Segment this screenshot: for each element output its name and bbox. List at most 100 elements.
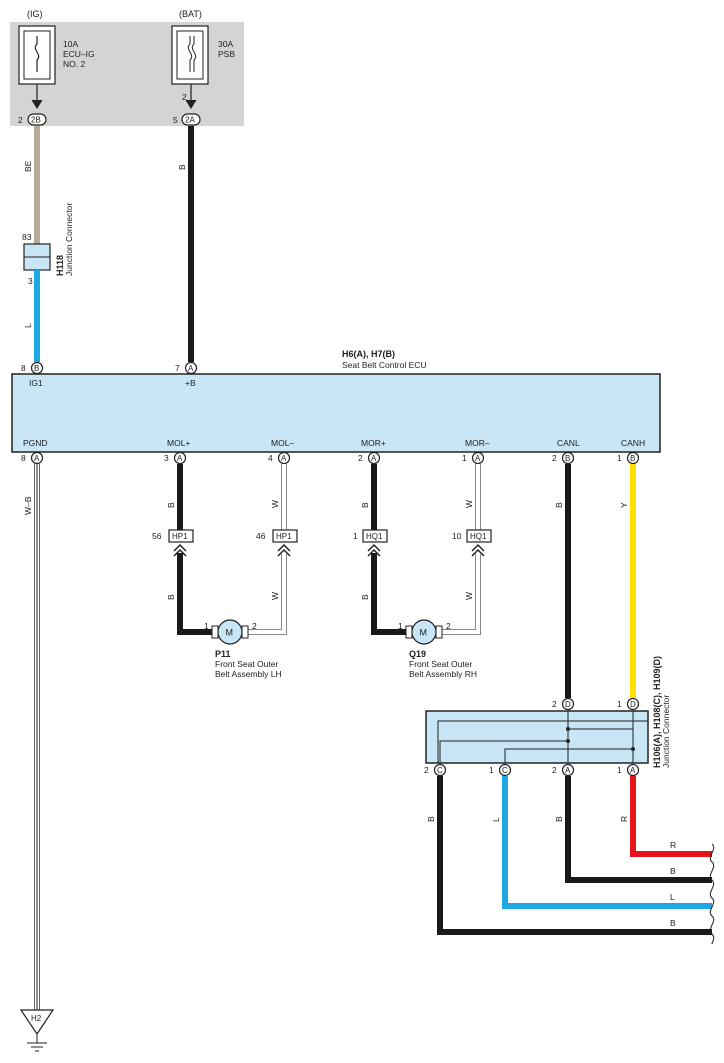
wire-b-mol-plus-lower [177, 553, 212, 635]
ecu-bottom-pin-mor-minus: A 1 [462, 451, 485, 465]
wire-label-b-mol-plus-upper: B [166, 502, 176, 508]
ig-label: (IG) [27, 9, 43, 19]
wire-b-mor-plus-lower [371, 553, 406, 635]
ecu-pin-mol-minus-conn: A [281, 454, 287, 463]
motor-q19-name2: Belt Assembly RH [409, 669, 477, 679]
fuse-bat-rating: 30A [218, 39, 233, 49]
ecu-label-mor-plus: MOR+ [361, 438, 386, 448]
motor-p11-name1: Front Seat Outer [215, 659, 278, 669]
connector-hp1-a [168, 529, 194, 543]
junction-connector-right [425, 710, 649, 764]
ecu-pin-canl-num: 2 [552, 453, 557, 463]
motor-q19-id: Q19 [409, 649, 426, 659]
wire-l-out [502, 776, 712, 909]
connector-hq1-a-chevron-icon [367, 543, 381, 557]
ecu-label-canh: CANH [621, 438, 645, 448]
ecu-label-mor-minus: MOR– [465, 438, 490, 448]
junction-dot-2 [631, 747, 635, 751]
connector-hq1-a-pin: 1 [353, 531, 358, 541]
fuse-ig-icon [34, 36, 40, 72]
junction-right-pin-d1: D 1 [617, 697, 640, 711]
wire-label-b-plus: B [177, 164, 187, 170]
ground-triangle [19, 1009, 55, 1036]
wire-b-out-2 [437, 776, 712, 935]
wire-label-wb: W–B [23, 496, 33, 515]
wire-label-w-mor-minus-lower: W [464, 592, 474, 600]
motor-q19-pin1: 1 [398, 621, 403, 631]
fuse-bat-icon [187, 36, 197, 72]
motor-p11-name2: Belt Assembly LH [215, 669, 282, 679]
motor-p11-id: P11 [215, 649, 231, 659]
fuse-ig-rating: 10A [63, 39, 78, 49]
h118-pin-out: 3 [28, 276, 33, 286]
ecu-bottom-pin-mol-plus: A 3 [164, 451, 187, 465]
junction-right-pin-c2: C 2 [424, 763, 447, 777]
wire-label-l-ig1: L [23, 323, 33, 328]
motor-q19-name1: Front Seat Outer [409, 659, 472, 669]
motor-p11-symbol: M [226, 628, 234, 638]
wire-label-be: BE [23, 160, 33, 172]
ecu-pin-mol-minus-num: 4 [268, 453, 273, 463]
ecu-label-ig1: IG1 [29, 378, 43, 388]
wire-r-out [630, 776, 712, 857]
ecu-bottom-pin-mol-minus: A 4 [268, 451, 291, 465]
connector-hq1-b-chevron-icon [471, 543, 485, 557]
fuse-bat-outer [171, 25, 209, 85]
junction-right-pin-c1-conn: C [502, 766, 508, 775]
junction-right-name: Junction Connector [661, 695, 671, 768]
junction-right-pin-c2-conn: C [437, 766, 443, 775]
junction-right-pin-a2: A 2 [552, 763, 575, 777]
ecu-name: Seat Belt Control ECU [342, 360, 427, 370]
connector-hq1-b [466, 529, 492, 543]
ecu-pin-mor-minus-conn: A [475, 454, 481, 463]
junction-right-pin-c2-num: 2 [424, 765, 429, 775]
wire-label-l-out-vertical: L [491, 817, 501, 822]
ecu-label-mol-plus: MOL+ [167, 438, 190, 448]
h118-name: Junction Connector [64, 203, 74, 276]
connector-hp1-b-chevron-icon [277, 543, 291, 557]
arrow-ig-icon [31, 99, 43, 109]
ecu-id: H6(A), H7(B) [342, 349, 395, 359]
ground-id: H2 [31, 1014, 42, 1023]
junction-right-pin-d2-conn: D [565, 700, 571, 709]
connector-hq1-b-pin: 10 [452, 531, 462, 541]
connector-hp1-b-pin: 46 [256, 531, 266, 541]
ecu-bottom-pin-mor-plus: A 2 [358, 451, 381, 465]
wire-label-w-mol-minus-upper: W [270, 500, 280, 508]
h118-id: H118 [55, 255, 65, 276]
fuse-ig-name2: NO. 2 [63, 59, 85, 69]
junction-right-pin-a1: A 1 [617, 763, 640, 777]
ecu-pin-plusb-num: 7 [175, 363, 180, 373]
ecu-pin-mor-plus-conn: A [371, 454, 377, 463]
junction-right-pin-c1: C 1 [489, 763, 512, 777]
wire-label-b-out-2-horizontal: B [670, 918, 676, 928]
connector-hp1-a-chevron-icon [173, 543, 187, 557]
conn-2b-label: 2B [31, 116, 41, 125]
wire-label-l-out-horizontal: L [670, 892, 675, 902]
motor-p11-pin2: 2 [252, 621, 257, 631]
pin-2a: 5 [173, 115, 178, 125]
connector-hq1-b-id: HQ1 [470, 532, 487, 541]
seat-belt-control-ecu [11, 373, 661, 453]
h118-pin-in: 83 [22, 232, 32, 242]
junction-right-id: H106(A), H108(C), H109(D) [652, 656, 662, 768]
wire-label-b-out-1-horizontal: B [670, 866, 676, 876]
ecu-pin-canl-conn: B [565, 454, 570, 463]
connector-hq1-a [362, 529, 388, 543]
junction-dot-3 [566, 739, 570, 743]
motor-q19: M [405, 619, 443, 645]
ecu-pin-canh-conn: B [630, 454, 635, 463]
junction-right-pin-d1-conn: D [630, 700, 636, 709]
ecu-pin-canh-num: 1 [617, 453, 622, 463]
junction-right-pin-a2-num: 2 [552, 765, 557, 775]
junction-right-pin-d1-num: 1 [617, 699, 622, 709]
fuse-bat-name1: PSB [218, 49, 235, 59]
pin-2b: 2 [18, 115, 23, 125]
ecu-pin-mol-plus-num: 3 [164, 453, 169, 463]
bat-pin-top: 2 [182, 92, 187, 102]
junction-right-pin-d2: D 2 [552, 697, 575, 711]
ecu-bottom-pin-pgnd: A 8 [21, 451, 44, 465]
wire-label-b-canl: B [554, 502, 564, 508]
conn-2a-label: 2A [185, 116, 195, 125]
